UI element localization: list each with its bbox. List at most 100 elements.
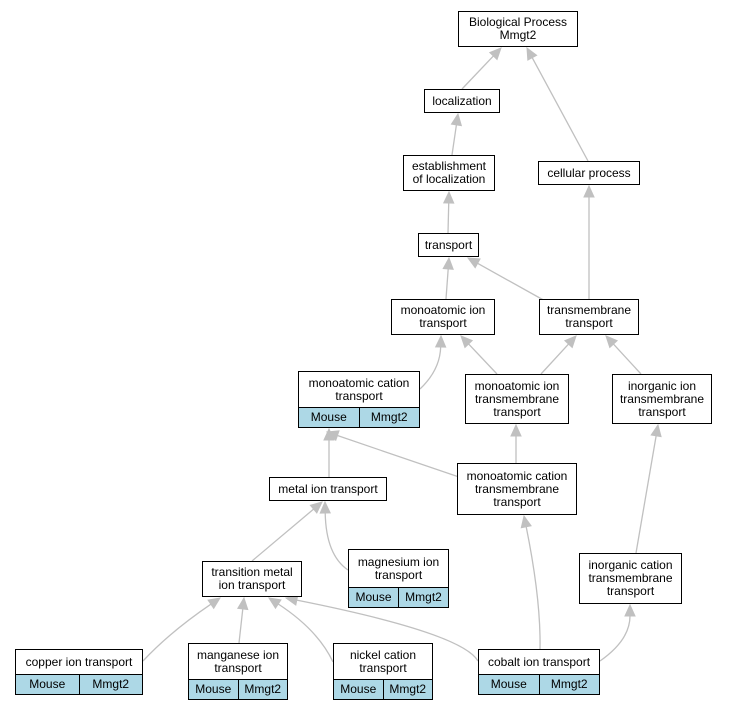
edge-line — [635, 435, 657, 554]
go-term-transport[interactable]: transport — [418, 233, 479, 257]
edge-establishment-of-localization-to-localization — [450, 112, 463, 156]
go-term-label: nickel cation transport — [349, 647, 417, 675]
go-term-label: cobalt ion transport — [487, 654, 591, 669]
arrowhead-icon — [510, 423, 522, 437]
edge-line — [461, 55, 494, 90]
annotation-row: Mouse Mmgt2 — [189, 679, 287, 699]
edge-line — [419, 346, 442, 390]
edge-line — [251, 508, 315, 562]
arrowhead-icon — [526, 46, 538, 61]
edge-line — [447, 202, 450, 234]
go-term-establishment-of-localization[interactable]: establishment of localization — [403, 155, 495, 191]
arrowhead-icon — [520, 514, 532, 529]
organism-cell: Mouse — [195, 682, 232, 696]
edge-transition-metal-ion-transport-to-metal-ion-transport — [251, 501, 323, 562]
arrowhead-icon — [434, 334, 447, 348]
arrowhead-icon — [624, 603, 636, 617]
go-term-inorganic-cation-transmembrane-transport[interactable]: inorganic cation transmembrane transport — [579, 553, 682, 604]
edge-line — [277, 603, 334, 663]
edge-line — [599, 615, 631, 662]
arrowhead-icon — [450, 112, 463, 127]
edge-cellular-process-to-biological-process — [526, 46, 589, 162]
edge-monoatomic-ion-transmembrane-transport-to-monoatomic-ion-transport — [460, 335, 498, 375]
edge-inorganic-cation-transmembrane-transport-to-inorganic-ion-transmembrane-transport — [635, 423, 662, 554]
go-term-label: manganese ion transport — [196, 647, 280, 675]
annotation-row: Mouse Mmgt2 — [334, 679, 432, 699]
arrowhead-icon — [466, 257, 481, 269]
edge-line — [525, 526, 541, 650]
gene-cell: Mmgt2 — [538, 675, 600, 694]
arrowhead-icon — [488, 47, 502, 61]
gene-cell: Mmgt2 — [382, 680, 433, 699]
go-term-label: monoatomic cation transmembrane transpor… — [466, 468, 568, 509]
arrowhead-icon — [207, 597, 221, 610]
edge-line — [337, 434, 460, 478]
arrowhead-icon — [583, 184, 595, 198]
edge-line — [540, 343, 570, 375]
go-term-cellular-process[interactable]: cellular process — [538, 161, 640, 185]
go-term-label: monoatomic ion transmembrane transport — [474, 378, 560, 419]
go-term-label: inorganic cation transmembrane transport — [588, 558, 673, 598]
go-term-label: establishment of localization — [411, 159, 487, 186]
edge-monoatomic-cation-transmembrane-transport-to-monoatomic-cation-transport — [325, 430, 460, 478]
edge-manganese-ion-transport-to-transition-metal-ion-transport — [236, 596, 249, 644]
go-term-label: monoatomic cation transport — [308, 375, 410, 403]
organism-cell: Mouse — [340, 682, 377, 696]
edge-localization-to-biological-process — [461, 47, 502, 90]
edge-line — [531, 57, 589, 162]
go-term-label: metal ion transport — [278, 481, 378, 496]
arrowhead-icon — [460, 335, 474, 349]
go-term-label: transport — [424, 237, 473, 252]
edge-line — [142, 603, 212, 662]
edge-line — [612, 343, 642, 375]
edge-line — [451, 124, 458, 156]
arrowhead-icon — [319, 500, 331, 514]
gene-cell: Mmgt2 — [398, 588, 448, 607]
go-term-monoatomic-ion-transport[interactable]: monoatomic ion transport — [391, 299, 495, 335]
arrowhead-icon — [236, 596, 249, 611]
edge-nickel-cation-transport-to-transition-metal-ion-transport — [267, 597, 334, 663]
go-term-metal-ion-transport[interactable]: metal ion transport — [269, 477, 387, 501]
go-term-label: Biological Process Mmgt2 — [468, 15, 568, 42]
go-term-transmembrane-transport[interactable]: transmembrane transport — [539, 299, 639, 335]
annotation-row: Mouse Mmgt2 — [349, 587, 448, 607]
go-term-biological-process[interactable]: Biological Process Mmgt2 — [458, 11, 578, 47]
edge-cobalt-ion-transport-to-inorganic-cation-transmembrane-transport — [599, 603, 636, 662]
edge-copper-ion-transport-to-transition-metal-ion-transport — [142, 597, 221, 662]
gene-cell: Mmgt2 — [237, 680, 288, 699]
edge-line — [468, 343, 498, 375]
gene-cell: Mmgt2 — [358, 408, 420, 427]
go-term-monoatomic-ion-transmembrane-transport[interactable]: monoatomic ion transmembrane transport — [465, 374, 569, 424]
edge-line — [238, 608, 244, 644]
go-term-label: monoatomic ion transport — [400, 303, 486, 330]
edge-transmembrane-transport-to-transport — [466, 257, 548, 303]
arrowhead-icon — [563, 335, 577, 349]
edge-line — [477, 262, 548, 303]
go-term-monoatomic-cation-transmembrane-transport[interactable]: monoatomic cation transmembrane transpor… — [457, 463, 577, 515]
go-term-label: transmembrane transport — [546, 303, 632, 330]
go-term-label: inorganic ion transmembrane transport — [619, 378, 705, 419]
annotation-row: Mouse Mmgt2 — [479, 674, 599, 694]
edge-monoatomic-ion-transmembrane-transport-to-transmembrane-transport — [540, 335, 577, 375]
go-term-localization[interactable]: localization — [424, 89, 500, 113]
arrowhead-icon — [325, 430, 340, 442]
arrowhead-icon — [442, 256, 454, 270]
arrowhead-icon — [267, 597, 282, 610]
edge-cobalt-ion-transport-to-monoatomic-cation-transmembrane-transport — [520, 514, 541, 650]
go-term-label: cellular process — [547, 165, 631, 180]
go-term-inorganic-ion-transmembrane-transport[interactable]: inorganic ion transmembrane transport — [612, 374, 712, 424]
go-term-label: localization — [432, 93, 492, 108]
organism-cell: Mouse — [355, 590, 392, 604]
go-term-label: transition metal ion transport — [211, 565, 293, 592]
edge-magnesium-ion-transport-to-metal-ion-transport — [319, 500, 349, 571]
go-term-transition-metal-ion-transport[interactable]: transition metal ion transport — [202, 561, 302, 597]
organism-cell: Mouse — [490, 677, 527, 691]
